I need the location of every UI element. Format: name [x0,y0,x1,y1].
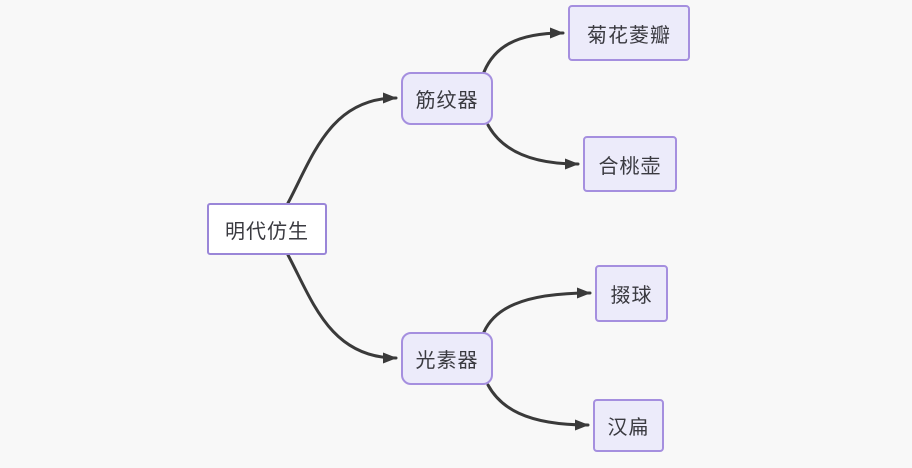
node-leaf-hanbian[interactable]: 汉扁 [593,399,664,452]
node-branch-guangsuqi[interactable]: 光素器 [401,332,493,385]
connector-root-to-jinwenqi [286,92,398,205]
node-leaf-juhualingban[interactable]: 菊花菱瓣 [568,5,690,61]
node-leaf-hetaohu[interactable]: 合桃壶 [583,136,677,192]
connector-jinwenqi-to-juhualingban [482,27,565,74]
connector-root-to-guangsuqi [286,253,398,364]
connector-jinwenqi-to-hetaohu [486,123,580,170]
node-root[interactable]: 明代仿生 [207,203,327,255]
connector-guangsuqi-to-duoqiu [482,287,592,334]
node-leaf-duoqiu[interactable]: 掇球 [595,265,668,322]
connector-guangsuqi-to-hanbian [486,383,590,431]
node-branch-jinwenqi[interactable]: 筋纹器 [401,72,493,125]
